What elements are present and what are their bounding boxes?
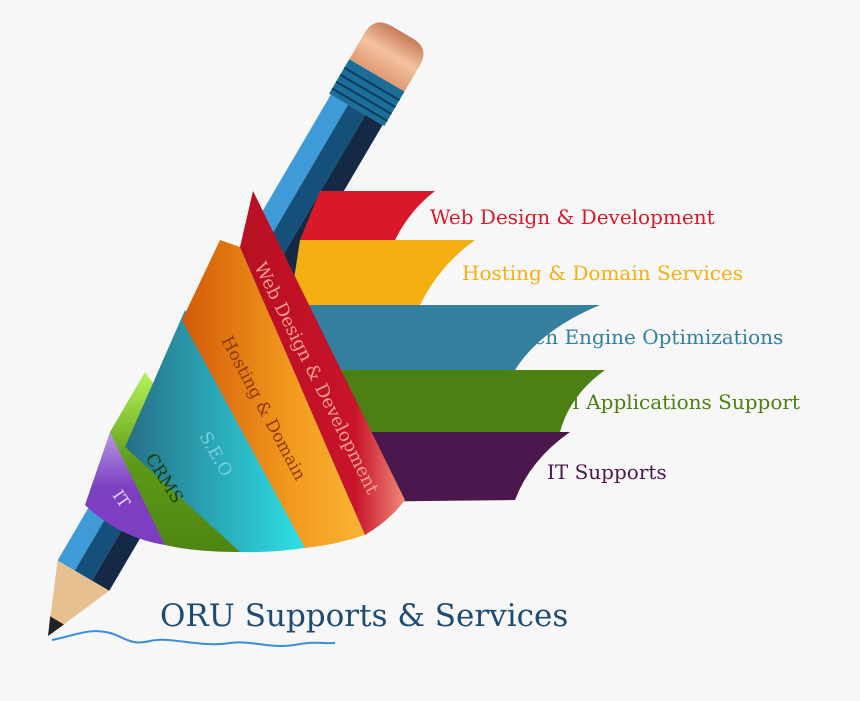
band-seo (125, 310, 305, 553)
page-title: ORU Supports & Services (160, 598, 568, 634)
band-web (240, 191, 405, 535)
pencil-scribble (51, 630, 336, 647)
flag-hosting (290, 240, 475, 305)
pencil-wood (48, 560, 110, 636)
flag-crm (300, 370, 605, 432)
service-label-web: Web Design & Development (430, 205, 715, 229)
service-label-seo: Search Engine Optimizations (487, 325, 783, 349)
flag-web-design (300, 191, 435, 240)
band-it (85, 432, 165, 545)
service-label-crm: CRM Applications Support (529, 390, 800, 414)
pencil-ferrule (329, 59, 405, 127)
service-label-it: IT Supports (547, 460, 667, 484)
service-label-hosting: Hosting & Domain Services (462, 261, 743, 285)
pencil-eraser (349, 22, 424, 92)
flag-seo (300, 305, 600, 370)
band-hosting (182, 240, 365, 548)
pencil-lead (48, 616, 65, 636)
